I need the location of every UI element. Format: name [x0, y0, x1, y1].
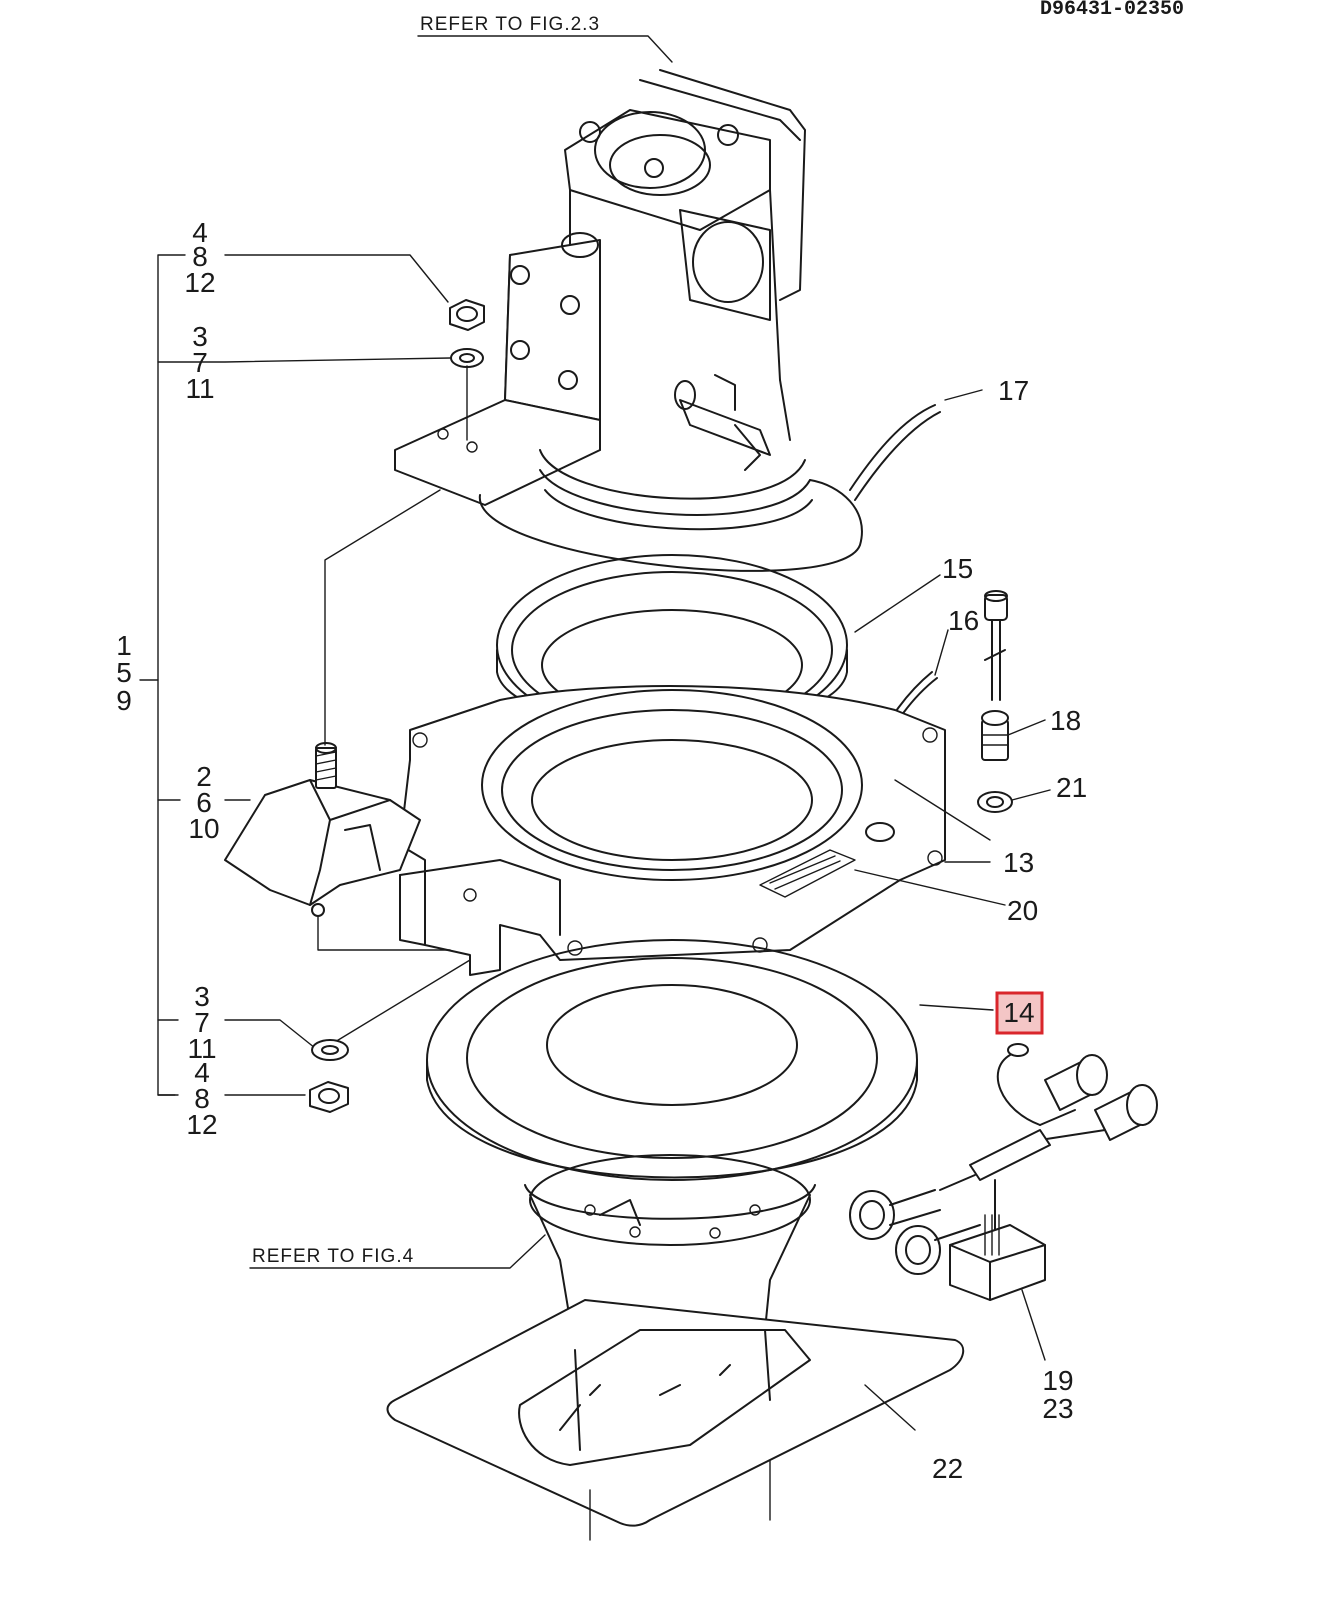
callout-group-2-6-10: 2 6 10: [188, 761, 219, 844]
document-id: D96431-02350: [1040, 0, 1184, 21]
callout-19: 19: [1042, 1365, 1073, 1396]
callout-11: 11: [187, 1033, 216, 1064]
callout-5: 5: [116, 657, 132, 688]
callout-1: 1: [116, 630, 132, 661]
washer-top: [450, 348, 484, 368]
refer-fig-4-label: REFER TO FIG.4: [252, 1246, 414, 1267]
mount-bracket-stud: [224, 742, 421, 917]
callout-4: 4: [194, 1057, 210, 1088]
callout-group-3-7-11-top: 3 7 11: [185, 321, 214, 404]
leader-18: [1007, 719, 1046, 736]
callout-18: 18: [1050, 705, 1081, 736]
callout-7: 7: [192, 347, 208, 378]
callout-11: 11: [185, 373, 214, 404]
callout-3: 3: [194, 981, 210, 1012]
callout-20: 20: [1007, 895, 1038, 926]
highlighted-callout-14[interactable]: 14: [995, 991, 1044, 1035]
assembly-bracket: [157, 254, 186, 1096]
leader-15: [854, 574, 941, 633]
leader-14: [919, 1004, 994, 1011]
callout-group-4-8-12-bottom: 4 8 12: [186, 1057, 217, 1140]
callout-15: 15: [942, 553, 973, 584]
callout-6: 6: [196, 787, 212, 818]
callout-22: 22: [932, 1453, 963, 1484]
wiring-harness-19: [849, 1043, 1158, 1301]
leader-21: [1011, 789, 1051, 801]
callout-17: 17: [998, 375, 1029, 406]
callout-12: 12: [184, 267, 215, 298]
callout-group-1-5-9: 1 5 9: [116, 630, 132, 716]
callout-4: 4: [192, 217, 208, 248]
callout-group-3-7-11-bottom: 3 7 11: [187, 981, 216, 1064]
washer-21: [977, 791, 1013, 813]
sensor-18: [981, 590, 1009, 761]
leader-19-23: [1021, 1289, 1046, 1361]
guide-line-lower: [317, 915, 451, 951]
nut-top: [449, 299, 485, 331]
callout-8: 8: [194, 1083, 210, 1114]
leader-3-7-11-bottom: [157, 1019, 316, 1049]
guide-line-washer: [329, 959, 471, 1046]
nut-bottom: [309, 1081, 349, 1113]
guide-line-upper: [324, 489, 441, 746]
callout-7: 7: [194, 1007, 210, 1038]
callout-12: 12: [186, 1109, 217, 1140]
callout-14: 14: [1003, 997, 1034, 1028]
leader-3-7-11-top: [157, 357, 451, 363]
callout-16: 16: [948, 605, 979, 636]
mount-frame-13: [399, 685, 946, 976]
leader-13: [894, 779, 991, 863]
leader-17: [944, 389, 983, 401]
callout-21: 21: [1056, 772, 1087, 803]
callout-group-4-8-12-top: 4 8 12: [184, 217, 215, 298]
callout-9: 9: [116, 685, 132, 716]
callout-2: 2: [196, 761, 212, 792]
refer-fig-4-leader: [249, 1234, 546, 1269]
washer-bottom: [311, 1039, 349, 1061]
callout-23: 23: [1042, 1393, 1073, 1424]
leader-22: [864, 1384, 916, 1431]
base-plate-22: [386, 1299, 965, 1541]
leader-4-8-12-top: [224, 254, 449, 303]
callout-8: 8: [192, 241, 208, 272]
callout-10: 10: [188, 813, 219, 844]
leader-16: [934, 629, 949, 676]
callout-13: 13: [1003, 847, 1034, 878]
gasket-14: [426, 939, 918, 1181]
refer-fig-2-3-label: REFER TO FIG.2.3: [420, 14, 600, 35]
refer-fig-2-3-leader: [417, 35, 673, 63]
leader-20: [854, 869, 1006, 906]
steering-unit-housing: [394, 69, 813, 531]
callout-3: 3: [192, 321, 208, 352]
seal-ring-17: [478, 404, 941, 572]
highlight-box: [995, 991, 1044, 1035]
